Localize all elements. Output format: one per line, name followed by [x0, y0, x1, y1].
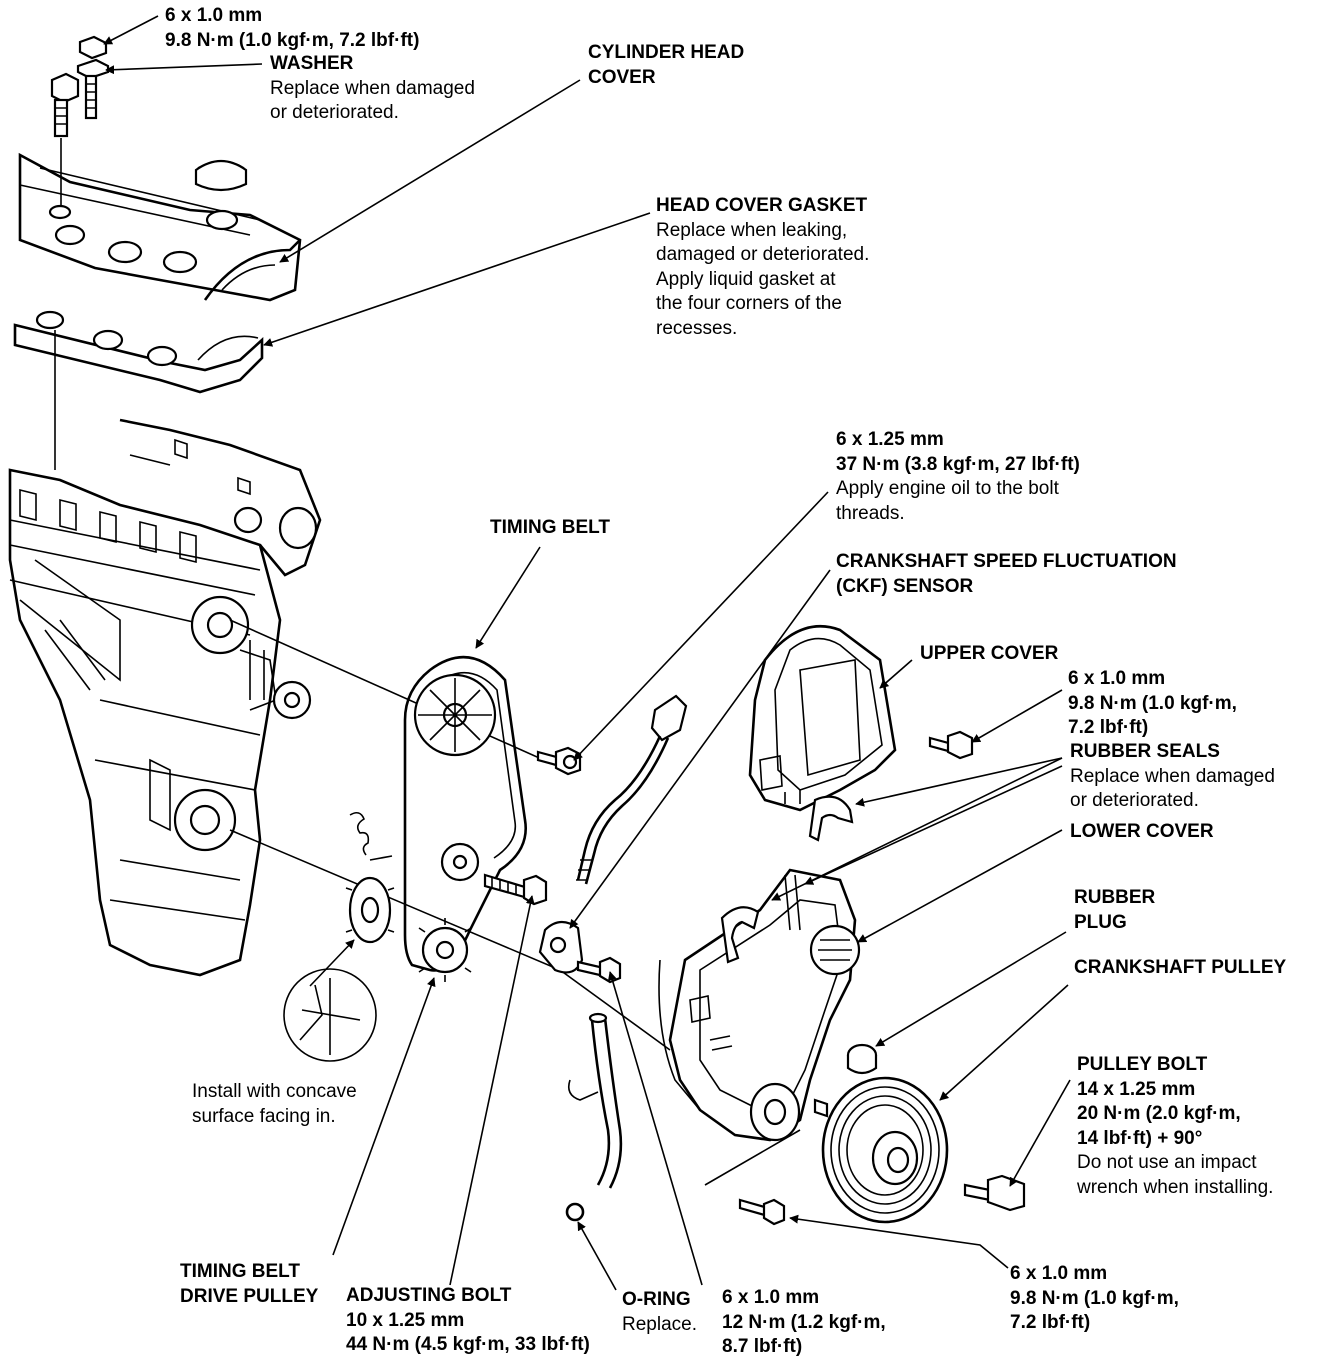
middle-bolt — [576, 956, 622, 984]
cylinder-head-cover-callout: CYLINDER HEAD COVER — [588, 41, 744, 90]
rubber-seals-note-1: Replace when damaged — [1070, 765, 1275, 787]
washer-title: WASHER — [270, 53, 354, 74]
head-cover-gasket-note-3: Apply liquid gasket at — [656, 268, 836, 290]
rubber-plug-callout: RUBBER PLUG — [1074, 886, 1155, 935]
crankshaft-pulley — [821, 1076, 949, 1224]
head-cover-gasket-title: HEAD COVER GASKET — [656, 195, 868, 216]
pulley-bolt-torque-1: 20 N·m (2.0 kgf·m, — [1077, 1103, 1241, 1124]
upper-bolt-torque-2: 7.2 lbf·ft) — [1068, 717, 1149, 738]
o-ring-note: Replace. — [622, 1313, 697, 1335]
lower-cover-title: LOWER COVER — [1070, 821, 1214, 842]
dipstick-tube — [565, 1012, 623, 1222]
cylinder-head-cover-line-1: CYLINDER HEAD — [588, 42, 745, 63]
ckf-bolt-note-1: Apply engine oil to the bolt — [836, 478, 1059, 499]
drive-pulley-line-1: TIMING BELT — [180, 1261, 300, 1282]
pulley-bolt-note-2: wrench when installing. — [1077, 1176, 1274, 1198]
top-bolt-size: 6 x 1.0 mm — [165, 5, 263, 26]
head-cover-gasket-note-5: recesses. — [656, 317, 738, 339]
leader-arrows — [103, 15, 1071, 1291]
drive-pulley-callout: TIMING BELT DRIVE PULLEY — [180, 1260, 318, 1309]
head-cover-gasket-callout: HEAD COVER GASKET Replace when leaking, … — [656, 194, 869, 341]
upper-bolt-size: 6 x 1.0 mm — [1068, 668, 1166, 689]
ckf-bolt-note-2: threads. — [836, 502, 905, 524]
lower-cover — [658, 868, 861, 1142]
middle-bolt-torque-2: 8.7 lbf·ft) — [722, 1336, 803, 1357]
cylinder-head-cover — [18, 152, 302, 302]
adjusting-bolt-torque: 44 N·m (4.5 kgf·m, 33 lbf·ft) — [346, 1334, 590, 1355]
concave-note-callout: Install with concave surface facing in. — [192, 1080, 357, 1129]
crankshaft-pulley-callout: CRANKSHAFT PULLEY — [1074, 956, 1286, 981]
lower-bolt — [738, 1198, 786, 1226]
timing-belt — [349, 655, 528, 982]
adjusting-bolt-callout: ADJUSTING BOLT 10 x 1.25 mm 44 N·m (4.5 … — [346, 1284, 590, 1358]
pulley-bolt-note-1: Do not use an impact — [1077, 1152, 1257, 1173]
drive-pulley-line-2: DRIVE PULLEY — [180, 1285, 319, 1307]
pulley-bolt — [963, 1174, 1026, 1212]
timing-belt-title: TIMING BELT — [490, 517, 610, 538]
ckf-sensor-callout: CRANKSHAFT SPEED FLUCTUATION (CKF) SENSO… — [836, 550, 1177, 599]
top-bolt-callout: 6 x 1.0 mm 9.8 N·m (1.0 kgf·m, 7.2 lbf·f… — [165, 4, 419, 53]
rubber-plug — [813, 1043, 878, 1118]
washer-callout: WASHER Replace when damaged or deteriora… — [270, 52, 475, 126]
concave-note-2: surface facing in. — [192, 1105, 336, 1127]
upper-cover-title: UPPER COVER — [920, 643, 1059, 664]
lower-bolt-torque-1: 9.8 N·m (1.0 kgf·m, — [1010, 1287, 1179, 1309]
lower-bolt-size: 6 x 1.0 mm — [1010, 1263, 1108, 1284]
rubber-plug-line-2: PLUG — [1074, 911, 1127, 933]
ckf-bolt-torque: 37 N·m (3.8 kgf·m, 27 lbf·ft) — [836, 453, 1080, 475]
rubber-seals-note-2: or deteriorated. — [1070, 790, 1199, 811]
lower-bolt-torque-2: 7.2 lbf·ft) — [1010, 1312, 1091, 1333]
upper-cover-callout: UPPER COVER — [920, 642, 1058, 667]
adjusting-bolt — [483, 873, 548, 906]
rubber-seals-callout: RUBBER SEALS Replace when damaged or det… — [1070, 740, 1275, 814]
head-cover-gasket-note-2: damaged or deteriorated. — [656, 244, 870, 265]
upper-bolt-callout: 6 x 1.0 mm 9.8 N·m (1.0 kgf·m, 7.2 lbf·f… — [1068, 667, 1237, 741]
lower-bolt-callout: 6 x 1.0 mm 9.8 N·m (1.0 kgf·m, 7.2 lbf·f… — [1010, 1262, 1179, 1336]
washer-note-1: Replace when damaged — [270, 77, 475, 99]
ckf-sensor-line-2: (CKF) SENSOR — [836, 575, 974, 597]
head-cover-gasket — [13, 310, 264, 394]
pulley-bolt-torque-2: 14 lbf·ft) + 90° — [1077, 1127, 1203, 1149]
pulley-bolt-callout: PULLEY BOLT 14 x 1.25 mm 20 N·m (2.0 kgf… — [1077, 1053, 1273, 1200]
concave-note-1: Install with concave — [192, 1081, 357, 1102]
pulley-bolt-title: PULLEY BOLT — [1077, 1054, 1208, 1075]
rubber-seals-title: RUBBER SEALS — [1070, 741, 1220, 762]
top-bolts-washer — [50, 35, 110, 210]
ckf-bolt-size: 6 x 1.25 mm — [836, 429, 944, 450]
adjusting-bolt-size: 10 x 1.25 mm — [346, 1309, 465, 1331]
timing-belt-callout: TIMING BELT — [490, 516, 610, 541]
lower-cover-callout: LOWER COVER — [1070, 820, 1214, 845]
top-bolt-torque: 9.8 N·m (1.0 kgf·m, 7.2 lbf·ft) — [165, 29, 420, 51]
pulley-bolt-size: 14 x 1.25 mm — [1077, 1078, 1196, 1100]
middle-bolt-callout: 6 x 1.0 mm 12 N·m (1.2 kgf·m, 8.7 lbf·ft… — [722, 1286, 886, 1360]
washer-note-2: or deteriorated. — [270, 102, 399, 123]
upper-cover — [748, 625, 974, 842]
o-ring-title: O-RING — [622, 1289, 691, 1310]
upper-bolt-torque-1: 9.8 N·m (1.0 kgf·m, — [1068, 692, 1237, 714]
crankshaft-pulley-title: CRANKSHAFT PULLEY — [1074, 957, 1287, 978]
cylinder-head-cover-line-2: COVER — [588, 66, 656, 88]
middle-bolt-torque-1: 12 N·m (1.2 kgf·m, — [722, 1311, 886, 1333]
head-cover-gasket-note-4: the four corners of the — [656, 293, 842, 314]
o-ring-callout: O-RING Replace. — [622, 1288, 697, 1337]
head-cover-gasket-note-1: Replace when leaking, — [656, 219, 848, 241]
rubber-plug-line-1: RUBBER — [1074, 887, 1156, 908]
ckf-bolt-callout: 6 x 1.25 mm 37 N·m (3.8 kgf·m, 27 lbf·ft… — [836, 428, 1080, 526]
ckf-sensor-assembly — [536, 694, 688, 974]
drive-pulley-assembly — [283, 876, 395, 1062]
adjusting-bolt-title: ADJUSTING BOLT — [346, 1285, 512, 1306]
middle-bolt-size: 6 x 1.0 mm — [722, 1287, 820, 1308]
engine-block — [8, 330, 322, 977]
ckf-sensor-line-1: CRANKSHAFT SPEED FLUCTUATION — [836, 551, 1177, 572]
